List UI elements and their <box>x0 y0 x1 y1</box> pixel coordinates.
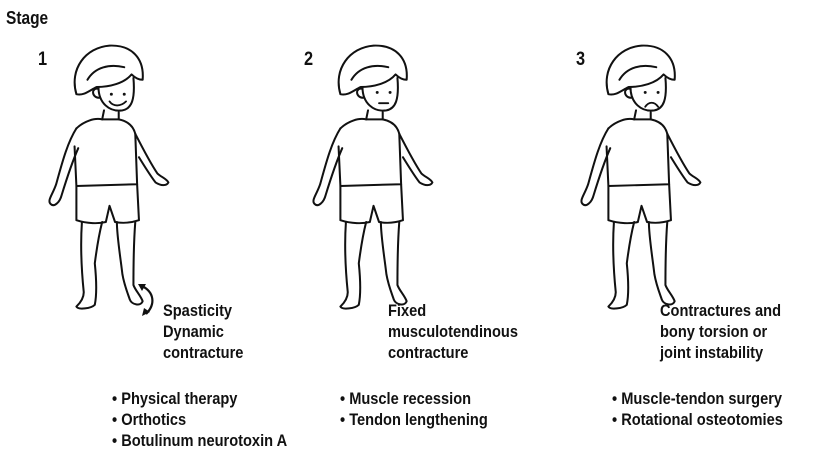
stage-2-treatment-2: Tendon lengthening <box>340 409 488 430</box>
stage-3-desc-line-1: Contractures and <box>660 300 781 321</box>
child-stage-3-figure-icon <box>581 46 700 309</box>
child-stage-1-figure-icon <box>49 46 168 309</box>
stage-2-treatment-1: Muscle recession <box>340 388 471 409</box>
stage-1-treatment-3: Botulinum neurotoxin A <box>112 430 287 451</box>
stage-2-desc-line-3: contracture <box>388 342 468 363</box>
stage-1-desc-line-3: contracture <box>163 342 243 363</box>
stage-1-desc-line-2: Dynamic <box>163 321 224 342</box>
stage-3-treatment-2: Rotational osteotomies <box>612 409 783 430</box>
stage-1-desc-line-1: Spasticity <box>163 300 232 321</box>
stage-3-desc-line-2: bony torsion or <box>660 321 767 342</box>
stage-2-desc-line-1: Fixed <box>388 300 426 321</box>
child-stage-2-figure-icon <box>313 46 432 309</box>
stage-2-desc-line-2: musculotendinous <box>388 321 518 342</box>
stage-1-treatment-1: Physical therapy <box>112 388 237 409</box>
stage-1-treatment-2: Orthotics <box>112 409 186 430</box>
stage-3-desc-line-3: joint instability <box>660 342 763 363</box>
stage-3-treatment-1: Muscle-tendon surgery <box>612 388 782 409</box>
